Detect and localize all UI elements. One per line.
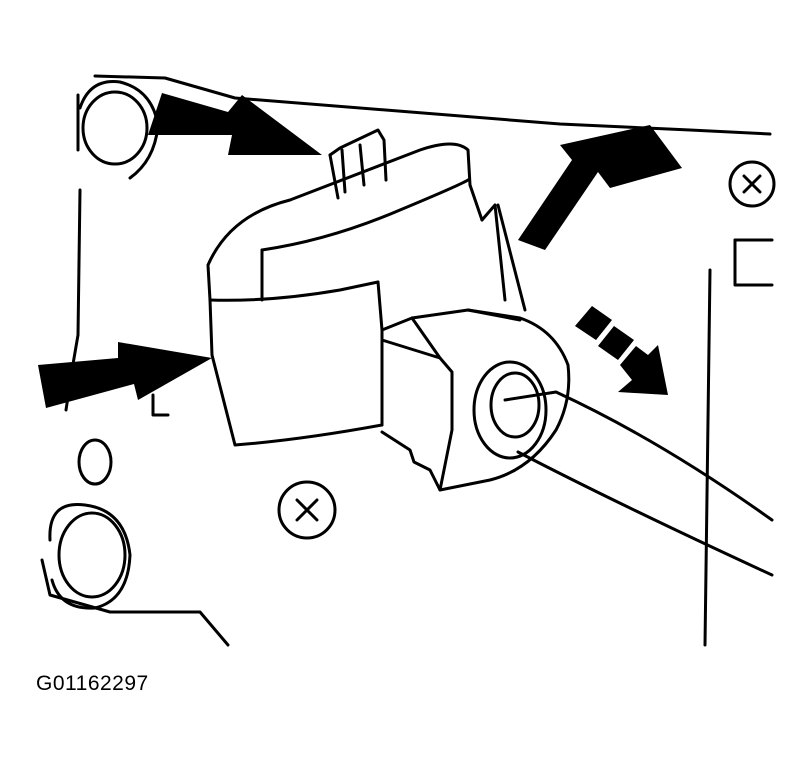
wire-harness (472, 360, 774, 577)
dashed-arrow-icon (575, 306, 668, 395)
hole-icon (77, 438, 113, 486)
mounting-plate (40, 74, 774, 647)
hole-icon (78, 80, 160, 180)
sensor-lower-body (208, 298, 384, 447)
connector-lock-tab (480, 203, 527, 312)
arrow-icon (38, 342, 212, 408)
electrical-connector (380, 308, 571, 492)
x-fastener-icon (728, 160, 776, 208)
arrow-icon (518, 125, 682, 250)
arrow-icon (148, 93, 322, 155)
x-fastener-icon (277, 480, 337, 540)
figure-code: G01162297 (36, 672, 149, 695)
sensor-housing (206, 128, 484, 332)
hole-icon (48, 502, 132, 610)
